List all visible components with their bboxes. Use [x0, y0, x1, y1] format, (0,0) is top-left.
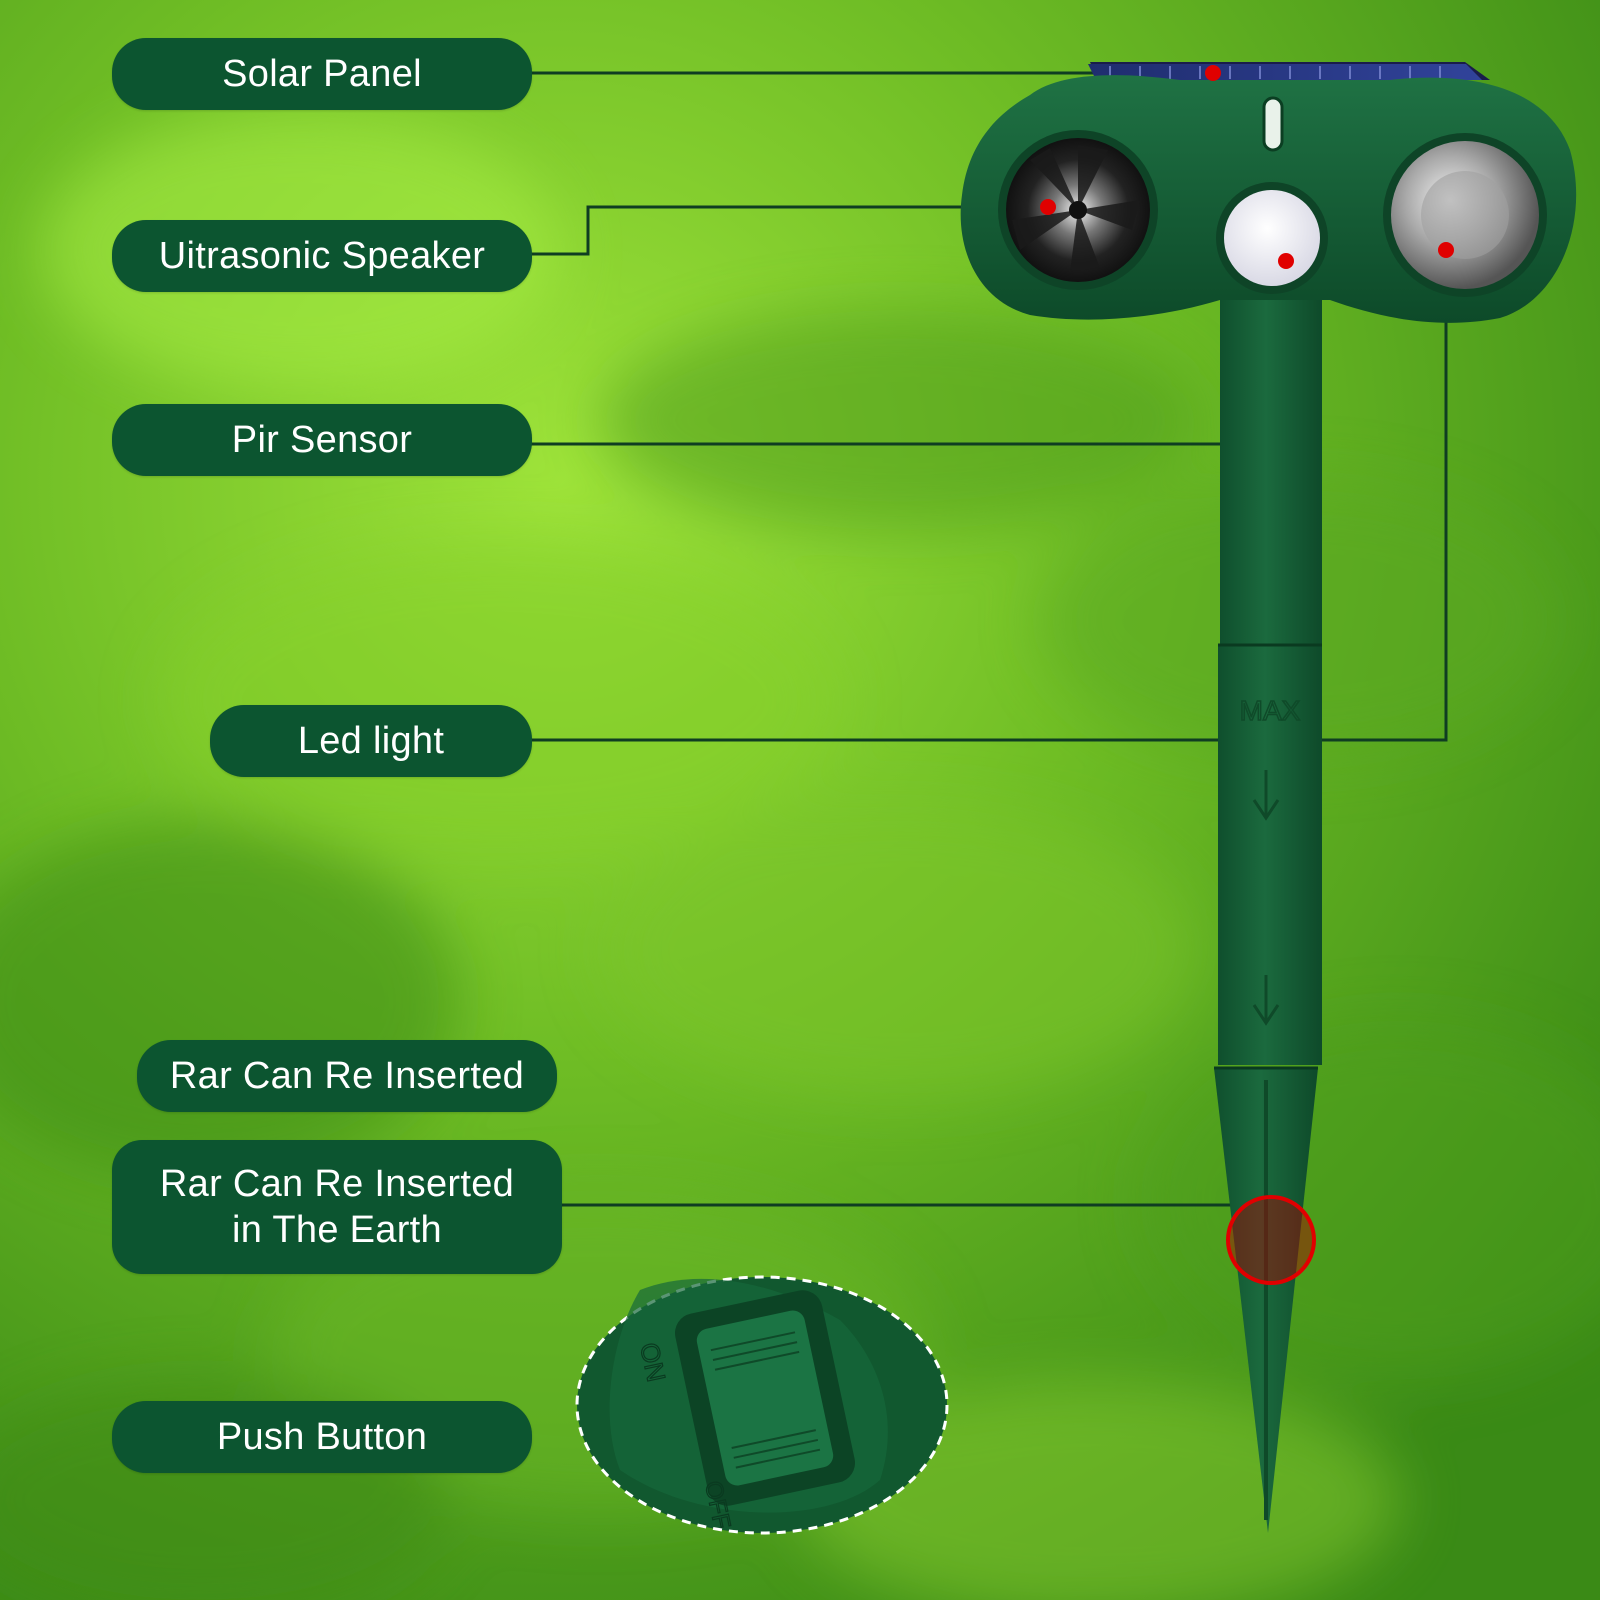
insert-depth-marker	[1226, 1195, 1316, 1285]
rar-inserted-text: Rar Can Re Inserted	[169, 1055, 525, 1097]
pir-sensor-label: Pir Sensor	[112, 404, 532, 476]
ultrasonic-speaker-text: Uitrasonic Speaker	[158, 235, 486, 277]
indicator-slot	[1262, 96, 1284, 152]
rar-inserted-label: Rar Can Re Inserted	[137, 1040, 557, 1112]
arrow-down-icon	[1252, 770, 1280, 1026]
ultrasonic-speaker-label: Uitrasonic Speaker	[112, 220, 532, 292]
leader-lines	[530, 71, 1448, 1207]
led-light-icon	[1383, 133, 1547, 297]
push-button-text: Push Button	[216, 1416, 428, 1458]
callout-markers	[1040, 65, 1454, 269]
rar-earth-label: Rar Can Re Inserted in The Earth	[112, 1140, 562, 1274]
switch-icon	[674, 1290, 856, 1506]
max-marking: MAX	[1240, 695, 1301, 726]
push-button-inset: ON OFF	[575, 1275, 949, 1535]
rar-earth-text: Rar Can Re Inserted in The Earth	[159, 1163, 515, 1251]
device-head	[960, 62, 1577, 323]
push-button-label: Push Button	[112, 1401, 532, 1473]
led-light-text: Led light	[297, 720, 445, 762]
pir-sensor-text: Pir Sensor	[231, 419, 413, 461]
speaker-icon	[998, 130, 1158, 290]
pir-sensor-icon	[1216, 182, 1328, 294]
solar-panel-label: Solar Panel	[112, 38, 532, 110]
led-light-label: Led light	[210, 705, 532, 777]
solar-panel-text: Solar Panel	[222, 53, 422, 95]
stake-pole: MAX	[1214, 300, 1322, 1533]
